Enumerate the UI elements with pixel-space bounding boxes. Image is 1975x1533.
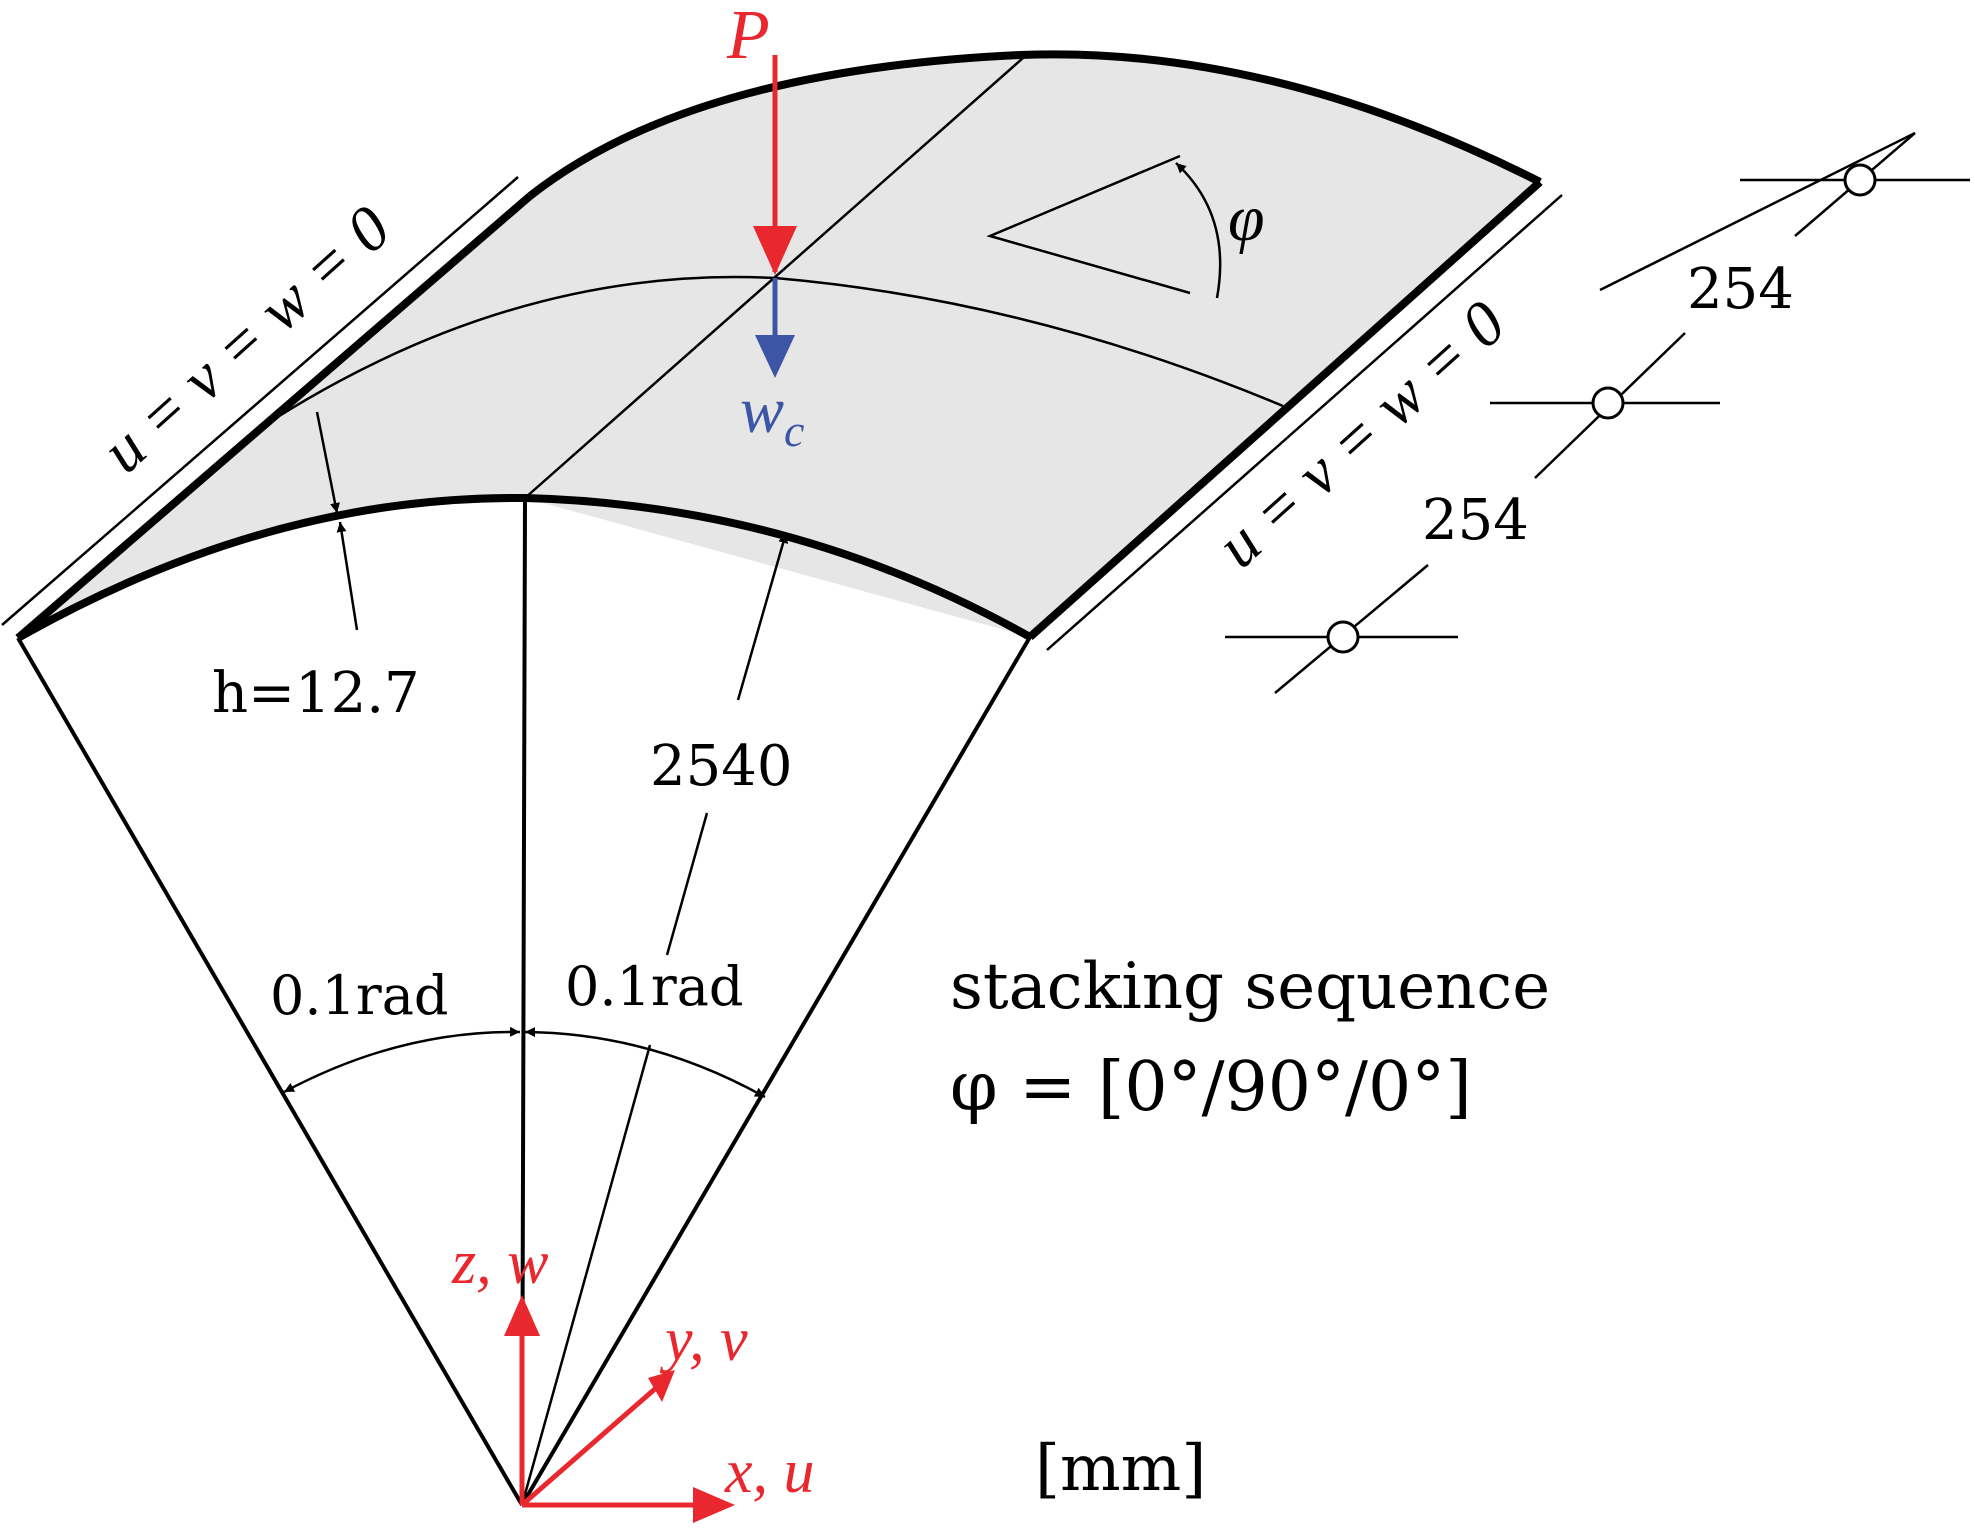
radius-arrow <box>736 532 789 701</box>
angle-right-label: 0.1rad <box>565 955 743 1018</box>
axis-y-arrow <box>520 1386 658 1507</box>
dim-upper-label: 254 <box>1687 257 1794 322</box>
load-arrowhead <box>753 226 797 275</box>
panel-left-edge <box>15 192 533 642</box>
dim-node-bottom <box>1326 620 1360 654</box>
stacking-value: φ = [0°/90°/0°] <box>950 1048 1472 1127</box>
fiber-angle-label: φ <box>1228 182 1265 255</box>
axis-z-arrowhead <box>504 1295 540 1336</box>
angle-left-label: 0.1rad <box>270 964 448 1027</box>
fiber-angle-wedge <box>986 154 1191 295</box>
load-label: P <box>726 0 770 74</box>
axis-z-label: z, w <box>451 1229 548 1297</box>
panel-back-edge <box>527 50 1542 200</box>
bc-left-line <box>1 176 519 626</box>
fiber-angle-arc <box>1175 162 1222 299</box>
axis-x-label: x, u <box>724 1438 815 1506</box>
angle-arc-right <box>524 1027 766 1099</box>
radius-line-middle <box>665 812 709 956</box>
angle-arc-left <box>283 1026 521 1094</box>
sector-left-line <box>16 636 524 1507</box>
stacking-title: stacking sequence <box>950 950 1550 1024</box>
radius-label: 2540 <box>650 734 793 799</box>
panel-mid-arc <box>275 275 1284 420</box>
panel-right-edge <box>1027 179 1543 640</box>
dim-node-top <box>1843 163 1877 197</box>
thickness-arrow-upper <box>315 411 340 514</box>
units-label: [mm] <box>1035 1432 1206 1506</box>
axis-y-arrowhead <box>648 1370 675 1402</box>
deflection-label: wc <box>740 374 804 456</box>
deflection-label-sub: c <box>784 405 804 456</box>
sector-right-line <box>520 635 1032 1507</box>
thickness-arrow-lower <box>336 521 359 631</box>
deflection-arrowhead <box>755 335 795 378</box>
dim-lower-label: 254 <box>1422 488 1529 553</box>
bc-right-line <box>1046 194 1563 651</box>
axis-y-label: y, v <box>659 1306 748 1374</box>
dim-diagonal-upper <box>1599 131 1916 292</box>
thickness-label: h=12.7 <box>212 661 420 726</box>
axis-x-arrowhead <box>693 1487 735 1523</box>
dim-node-mid <box>1591 386 1625 420</box>
radius-line-lower <box>520 1044 652 1506</box>
deflection-label-base: w <box>740 374 784 447</box>
